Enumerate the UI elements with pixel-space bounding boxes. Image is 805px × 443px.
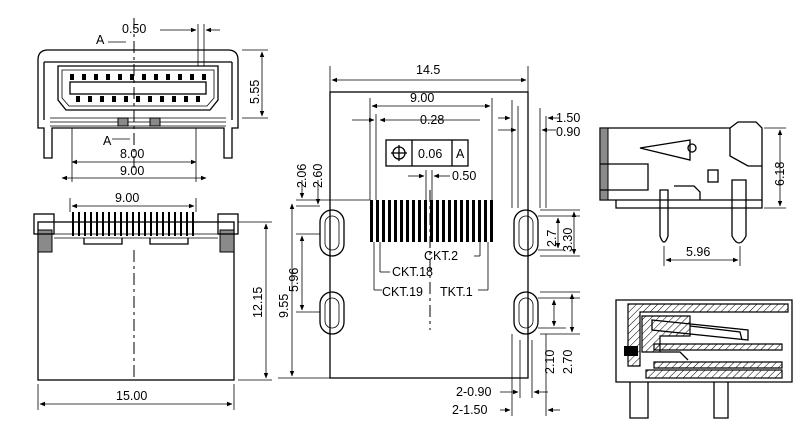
label-ckt19: CKT.19 (382, 285, 423, 299)
side-height-label: 6.18 (773, 162, 787, 186)
fp-hole-1-label: 2-0.90 (456, 385, 491, 399)
fp-slot-edge-2-label: 0.90 (556, 125, 580, 139)
top-view: 0.50 A A 5.55 8.00 9.00 (37, 18, 268, 182)
bottom-depth-label: 12.15 (251, 287, 265, 318)
bottom-width-label: 15.00 (116, 389, 147, 403)
top-pins (70, 74, 206, 102)
top-pitch-label: 0.50 (122, 22, 146, 36)
label-tkt1: TKT.1 (440, 285, 473, 299)
pcb-footprint: 14.5 9.00 0.28 0.06 A 0.50 (277, 63, 580, 417)
fp-hole-2-label: 2-1.50 (452, 403, 487, 417)
fp-slot-len-1-label: 2.7 (545, 230, 559, 247)
bottom-contact-row (72, 212, 194, 236)
fp-front-slot-len-2-label: 2.70 (561, 350, 575, 374)
fp-slot-len-2-label: 3.30 (561, 228, 575, 252)
fp-pad-offset-label: 0.28 (420, 113, 444, 127)
tolerance-datum: A (456, 147, 465, 161)
smt-pad-row (370, 200, 493, 242)
section-a-bottom: A (103, 134, 112, 148)
bottom-contact-row-label: 9.00 (115, 191, 139, 205)
fp-row-offset-1-label: 2.06 (295, 164, 309, 188)
fp-front-slot-len-1-label: 2.10 (543, 350, 557, 374)
fp-pad-row-width-label: 9.00 (410, 91, 434, 105)
label-ckt2: CKT.2 (424, 249, 458, 263)
bottom-view: 9.00 12.15 15.00 (33, 191, 272, 410)
fp-row-offset-2-label: 2.60 (311, 164, 325, 188)
side-view: 6.18 5.96 (599, 121, 787, 266)
side-leg-spacing-label: 5.96 (686, 245, 710, 259)
fp-front-slot-offset-label: 9.55 (277, 294, 291, 318)
mounting-slot (319, 209, 539, 335)
fp-slot-edge-1-label: 1.50 (556, 111, 580, 125)
section-view (615, 299, 793, 419)
tolerance-frame: 0.06 A (385, 139, 469, 167)
fp-total-width-label: 14.5 (416, 63, 440, 77)
top-height-label: 5.55 (248, 80, 262, 104)
tolerance-value: 0.06 (418, 147, 442, 161)
section-a-top: A (96, 33, 105, 47)
top-inner-width-label: 8.00 (120, 147, 144, 161)
fp-slot-to-slot-label: 5.96 (287, 268, 301, 292)
label-ckt18: CKT.18 (392, 265, 433, 279)
fp-pad-width-label: 0.50 (452, 169, 476, 183)
top-outer-width-label: 9.00 (120, 164, 144, 178)
